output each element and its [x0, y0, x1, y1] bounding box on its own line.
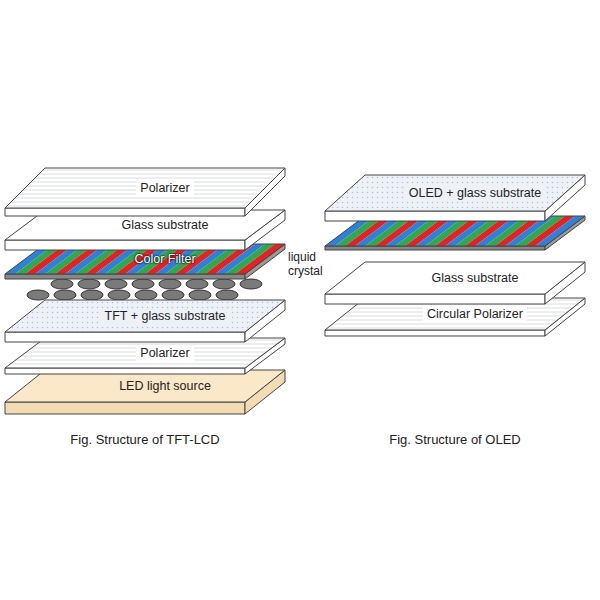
layer-top-face	[325, 175, 585, 211]
layer-name: OLED + glass substrate	[405, 186, 545, 201]
tft-glass-layer: TFT + glass substrate	[5, 300, 285, 342]
layer-front-edge	[5, 274, 245, 279]
glass-substrate-layer: Glass substrate	[325, 262, 585, 304]
liquid-crystal-molecule	[135, 290, 157, 300]
layer-front-edge	[5, 208, 245, 216]
layer-top-face	[5, 168, 285, 208]
layer-front-edge	[5, 402, 245, 414]
liquid-crystal-molecule	[51, 279, 73, 289]
liquid-crystal-molecule	[213, 279, 235, 289]
liquid-crystal-molecule	[189, 290, 211, 300]
liquid-crystal-molecule	[105, 279, 127, 289]
layer-name: TFT + glass substrate	[101, 309, 230, 324]
color-stripe	[235, 244, 285, 274]
liquid-crystal-molecule	[132, 279, 154, 289]
layer-front-edge	[325, 294, 545, 304]
layer-top-face	[5, 370, 285, 402]
layer-top-face	[325, 298, 585, 330]
liquid-crystal-molecule	[81, 290, 103, 300]
layer-front-edge	[5, 240, 245, 250]
layer-name: Color Filter	[130, 252, 199, 267]
layer-name: Circular Polarizer	[423, 307, 527, 322]
layer-front-edge	[5, 368, 245, 374]
liquid-crystal-molecule	[240, 279, 262, 289]
layer-name: Glass substrate	[118, 218, 213, 233]
layer-name: Polarizer	[136, 346, 193, 361]
liquid-crystal-label: liquid crystal	[288, 250, 336, 279]
layer-front-edge	[325, 211, 545, 221]
liquid-crystal-molecule	[108, 290, 130, 300]
layer-front-edge	[325, 246, 545, 250]
layer-front-edge	[325, 330, 545, 336]
layer-top-face	[5, 210, 285, 240]
liquid-crystal-molecule	[78, 279, 100, 289]
oled-glass-layer: OLED + glass substrate	[325, 175, 585, 221]
layer-text-box: Polarizer	[45, 168, 285, 208]
liquid-crystal-molecule	[54, 290, 76, 300]
layer-text-box: Glass substrate	[365, 262, 585, 294]
liquid-crystal-molecule	[27, 290, 49, 300]
liquid-crystal-molecules	[27, 279, 262, 300]
led-light-source-layer: LED light source	[5, 370, 285, 414]
layer-outline	[5, 244, 285, 274]
liquid-crystal-molecule	[186, 279, 208, 289]
layer-name: LED light source	[115, 379, 215, 394]
layer-top-face	[5, 338, 285, 368]
layer-top-face	[5, 300, 285, 332]
layer-text-box: OLED + glass substrate	[365, 175, 585, 211]
liquid-crystal-molecule	[159, 279, 181, 289]
liquid-crystal-molecule	[216, 290, 238, 300]
layer-text-box: LED light source	[45, 370, 285, 402]
liquid-crystal-molecule	[162, 290, 184, 300]
layer-name: Glass substrate	[428, 271, 523, 286]
polarizer-layer: Polarizer	[5, 338, 285, 374]
layer-text-box: TFT + glass substrate	[45, 300, 285, 332]
layer-name: Polarizer	[136, 181, 193, 196]
figure-caption: Fig. Structure of OLED	[310, 432, 600, 448]
polarizer-layer: Polarizer	[5, 168, 285, 216]
figure-caption: Fig. Structure of TFT-LCD	[0, 432, 290, 448]
layer-top-face	[325, 262, 585, 294]
layer-front-edge	[5, 332, 245, 342]
